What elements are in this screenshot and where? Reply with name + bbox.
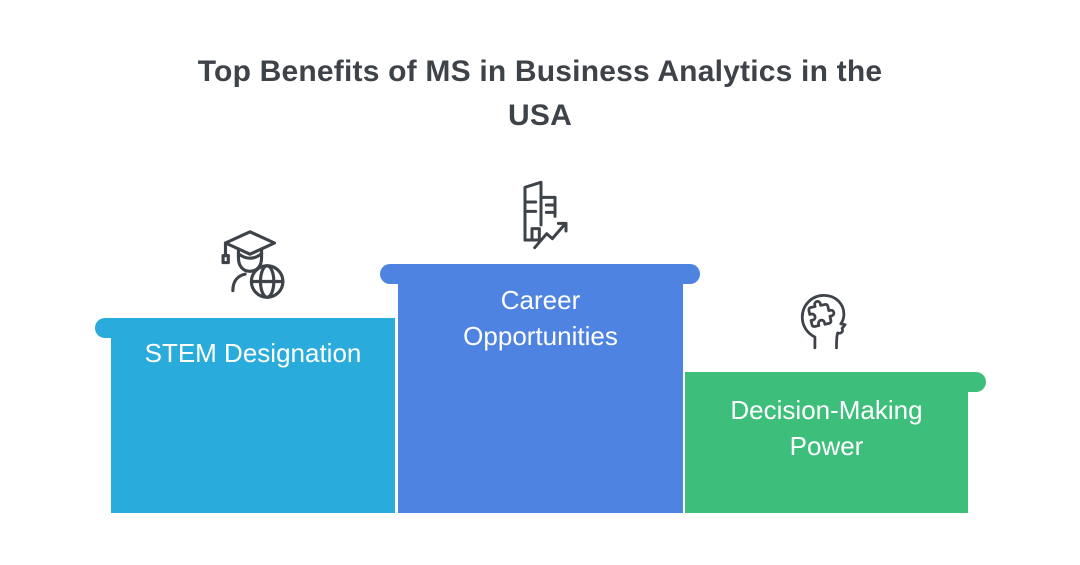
head-puzzle-icon: [785, 280, 859, 354]
graduate-globe-icon: [208, 222, 292, 306]
decision-bar: [685, 372, 968, 513]
decision-bar-label-line-1: Decision-Making: [730, 395, 923, 425]
page-title-line-1: Top Benefits of MS in Business Analytics…: [197, 55, 883, 88]
stem-bar-label-line: STEM Designation: [144, 338, 362, 368]
page-title-line-2: USA: [508, 99, 572, 132]
career-bar: [398, 264, 683, 513]
career-bar-label-line-2: Opportunities: [463, 321, 618, 351]
decision-bar-label-line-2: Power: [789, 431, 864, 461]
decision-bar-label: Decision-Making Power: [685, 392, 968, 464]
career-bar-label-line-1: Career: [500, 285, 581, 315]
stem-bar: [111, 318, 395, 513]
stem-bar-label: STEM Designation: [111, 335, 395, 371]
page-title: Top Benefits of MS in Business Analytics…: [0, 50, 1080, 138]
career-bar-label: Career Opportunities: [398, 282, 683, 354]
building-growth-icon: [501, 171, 581, 251]
